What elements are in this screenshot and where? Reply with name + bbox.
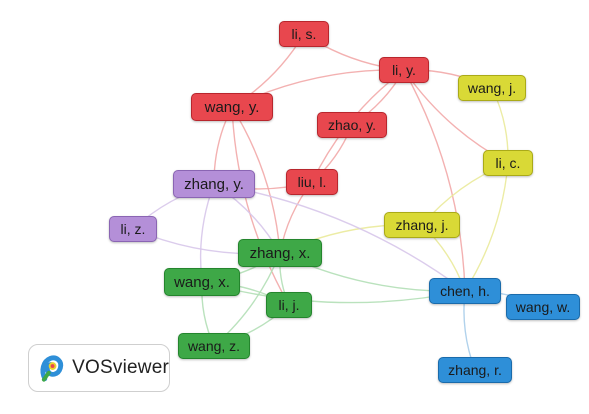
node-chen-h[interactable]: chen, h. (429, 278, 501, 304)
node-wang-w[interactable]: wang, w. (506, 294, 580, 320)
node-zhang-r[interactable]: zhang, r. (438, 357, 512, 383)
logo-text: VOSviewer (72, 357, 169, 378)
node-li-s[interactable]: li, s. (279, 21, 329, 47)
node-wang-z[interactable]: wang, z. (178, 333, 250, 359)
node-zhang-y[interactable]: zhang, y. (173, 170, 255, 198)
node-zhang-x[interactable]: zhang, x. (238, 239, 322, 267)
node-wang-y[interactable]: wang, y. (191, 93, 273, 121)
node-li-y[interactable]: li, y. (379, 57, 429, 83)
edge-wang-y-zhang-x (231, 106, 281, 254)
node-wang-x[interactable]: wang, x. (164, 268, 240, 296)
node-li-c[interactable]: li, c. (483, 150, 533, 176)
node-zhang-j[interactable]: zhang, j. (384, 212, 460, 238)
vosviewer-logo-icon (40, 355, 64, 382)
node-li-j[interactable]: li, j. (266, 292, 312, 318)
node-li-z[interactable]: li, z. (109, 216, 157, 242)
edge-wang-y-li-j (231, 106, 290, 306)
edge-li-y-chen-h (403, 69, 466, 292)
node-liu-l[interactable]: liu, l. (286, 169, 338, 195)
node-wang-j[interactable]: wang, j. (458, 75, 526, 101)
edge-li-c-chen-h (464, 162, 509, 292)
edge-wang-x-chen-h (201, 281, 466, 304)
vosviewer-logo: VOSviewer (28, 344, 170, 392)
node-zhao-y[interactable]: zhao, y. (317, 112, 387, 138)
